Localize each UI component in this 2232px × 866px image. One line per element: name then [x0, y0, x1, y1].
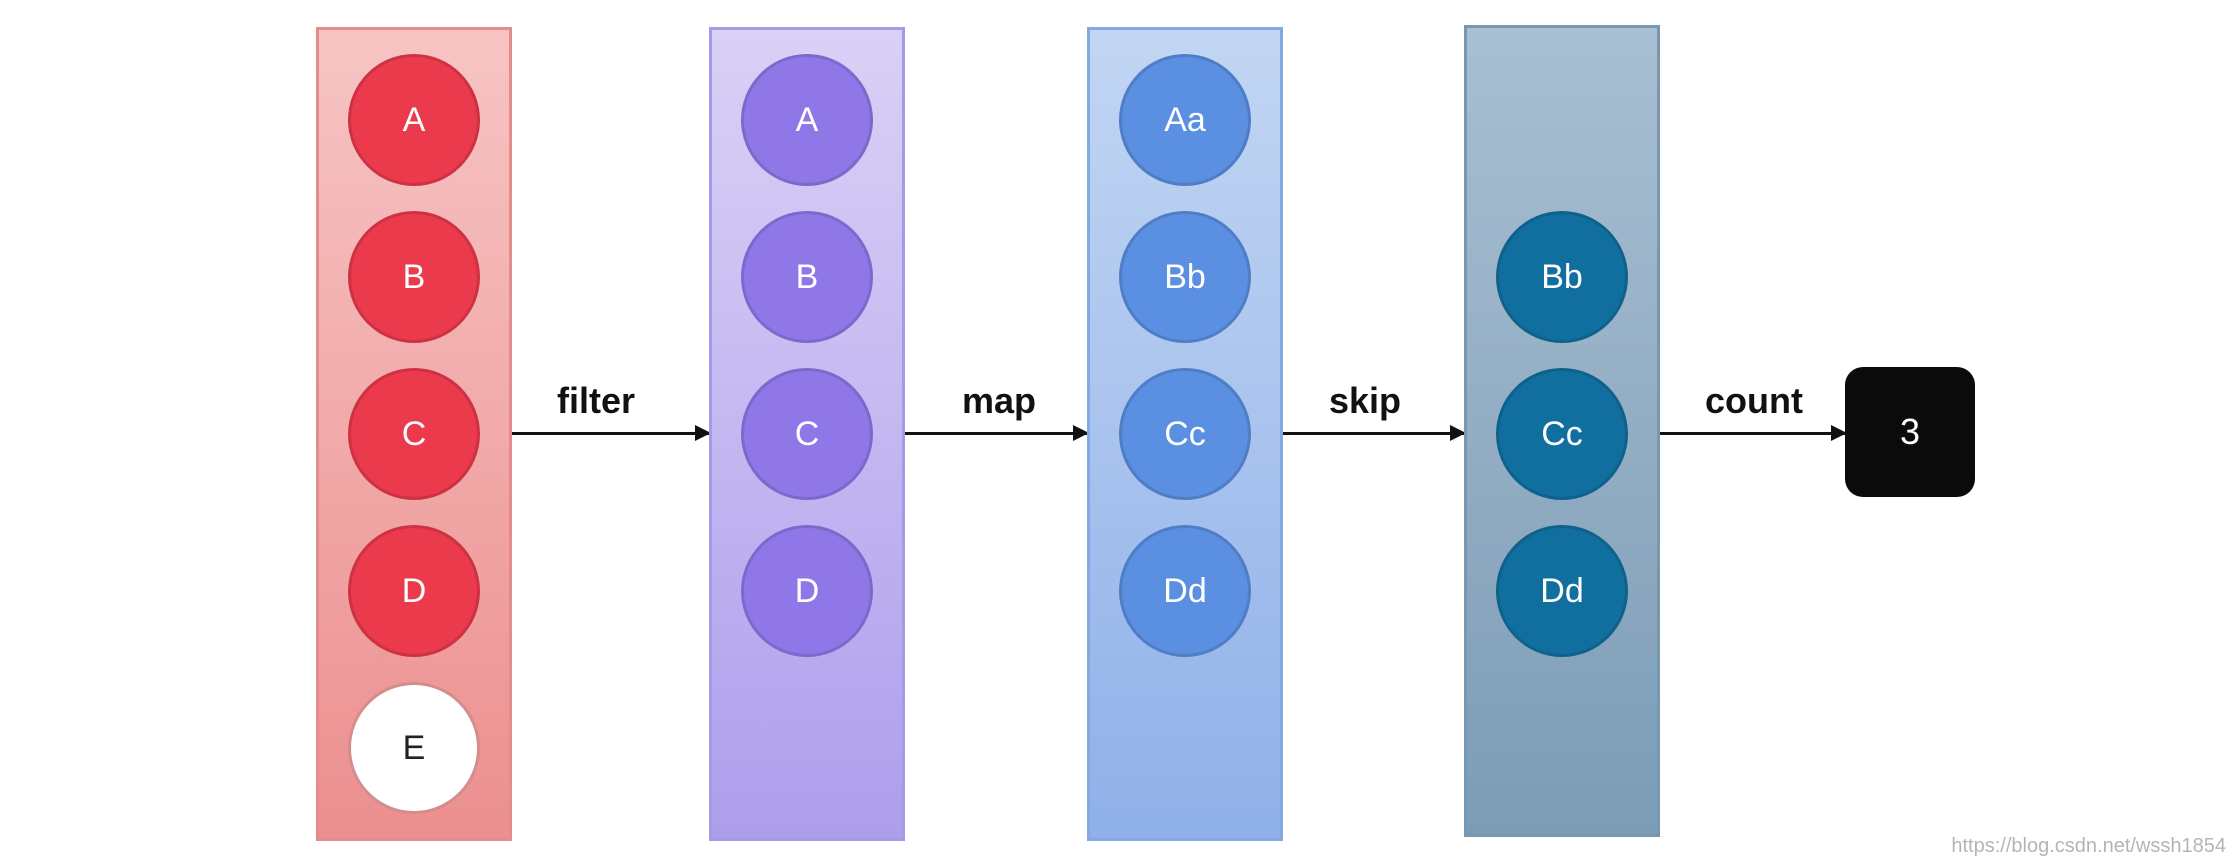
element-label: Dd	[1163, 571, 1207, 610]
stream-element: Dd	[1496, 525, 1628, 657]
stream-element: Dd	[1119, 525, 1251, 657]
filtered-stream-column: A B C D	[709, 27, 905, 841]
element-label: D	[401, 571, 427, 610]
skip-arrow	[1283, 425, 1466, 441]
stream-element: C	[348, 368, 480, 500]
stream-element: Aa	[1119, 54, 1251, 186]
element-label: C	[401, 414, 427, 453]
stream-element: C	[741, 368, 873, 500]
element-label: D	[794, 571, 820, 610]
stream-element: A	[741, 54, 873, 186]
element-label: E	[402, 728, 426, 767]
count-result-value: 3	[1899, 411, 1921, 452]
filter-label: filter	[557, 380, 636, 421]
count-label: count	[1705, 380, 1803, 421]
stream-element: B	[348, 211, 480, 343]
element-label: Cc	[1164, 414, 1206, 453]
stream-element: A	[348, 54, 480, 186]
element-label: A	[795, 100, 819, 139]
watermark: https://blog.csdn.net/wssh1854	[1951, 835, 2226, 857]
stream-element: D	[741, 525, 873, 657]
skipped-stream-column: Bb Cc Dd	[1464, 25, 1660, 837]
mapped-stream-column: Aa Bb Cc Dd	[1087, 27, 1283, 841]
stream-element: Cc	[1119, 368, 1251, 500]
element-label: Dd	[1540, 571, 1584, 610]
map-arrow	[905, 425, 1089, 441]
element-label: Bb	[1541, 257, 1583, 296]
element-label: Cc	[1541, 414, 1583, 453]
element-label: C	[794, 414, 820, 453]
stream-element: D	[348, 525, 480, 657]
element-label: Aa	[1164, 100, 1206, 139]
count-result-box: 3	[1845, 367, 1975, 497]
element-label: B	[795, 257, 819, 296]
skip-label: skip	[1329, 380, 1402, 421]
stream-element: Bb	[1119, 211, 1251, 343]
element-label: Bb	[1164, 257, 1206, 296]
stream-element-filtered-out: E	[348, 682, 480, 814]
stream-element: B	[741, 211, 873, 343]
source-stream-column: A B C D E	[316, 27, 512, 841]
map-label: map	[962, 380, 1037, 421]
element-label: B	[402, 257, 426, 296]
element-label: A	[402, 100, 426, 139]
filter-arrow	[512, 425, 711, 441]
stream-element: Bb	[1496, 211, 1628, 343]
count-arrow	[1660, 425, 1847, 441]
stream-element: Cc	[1496, 368, 1628, 500]
